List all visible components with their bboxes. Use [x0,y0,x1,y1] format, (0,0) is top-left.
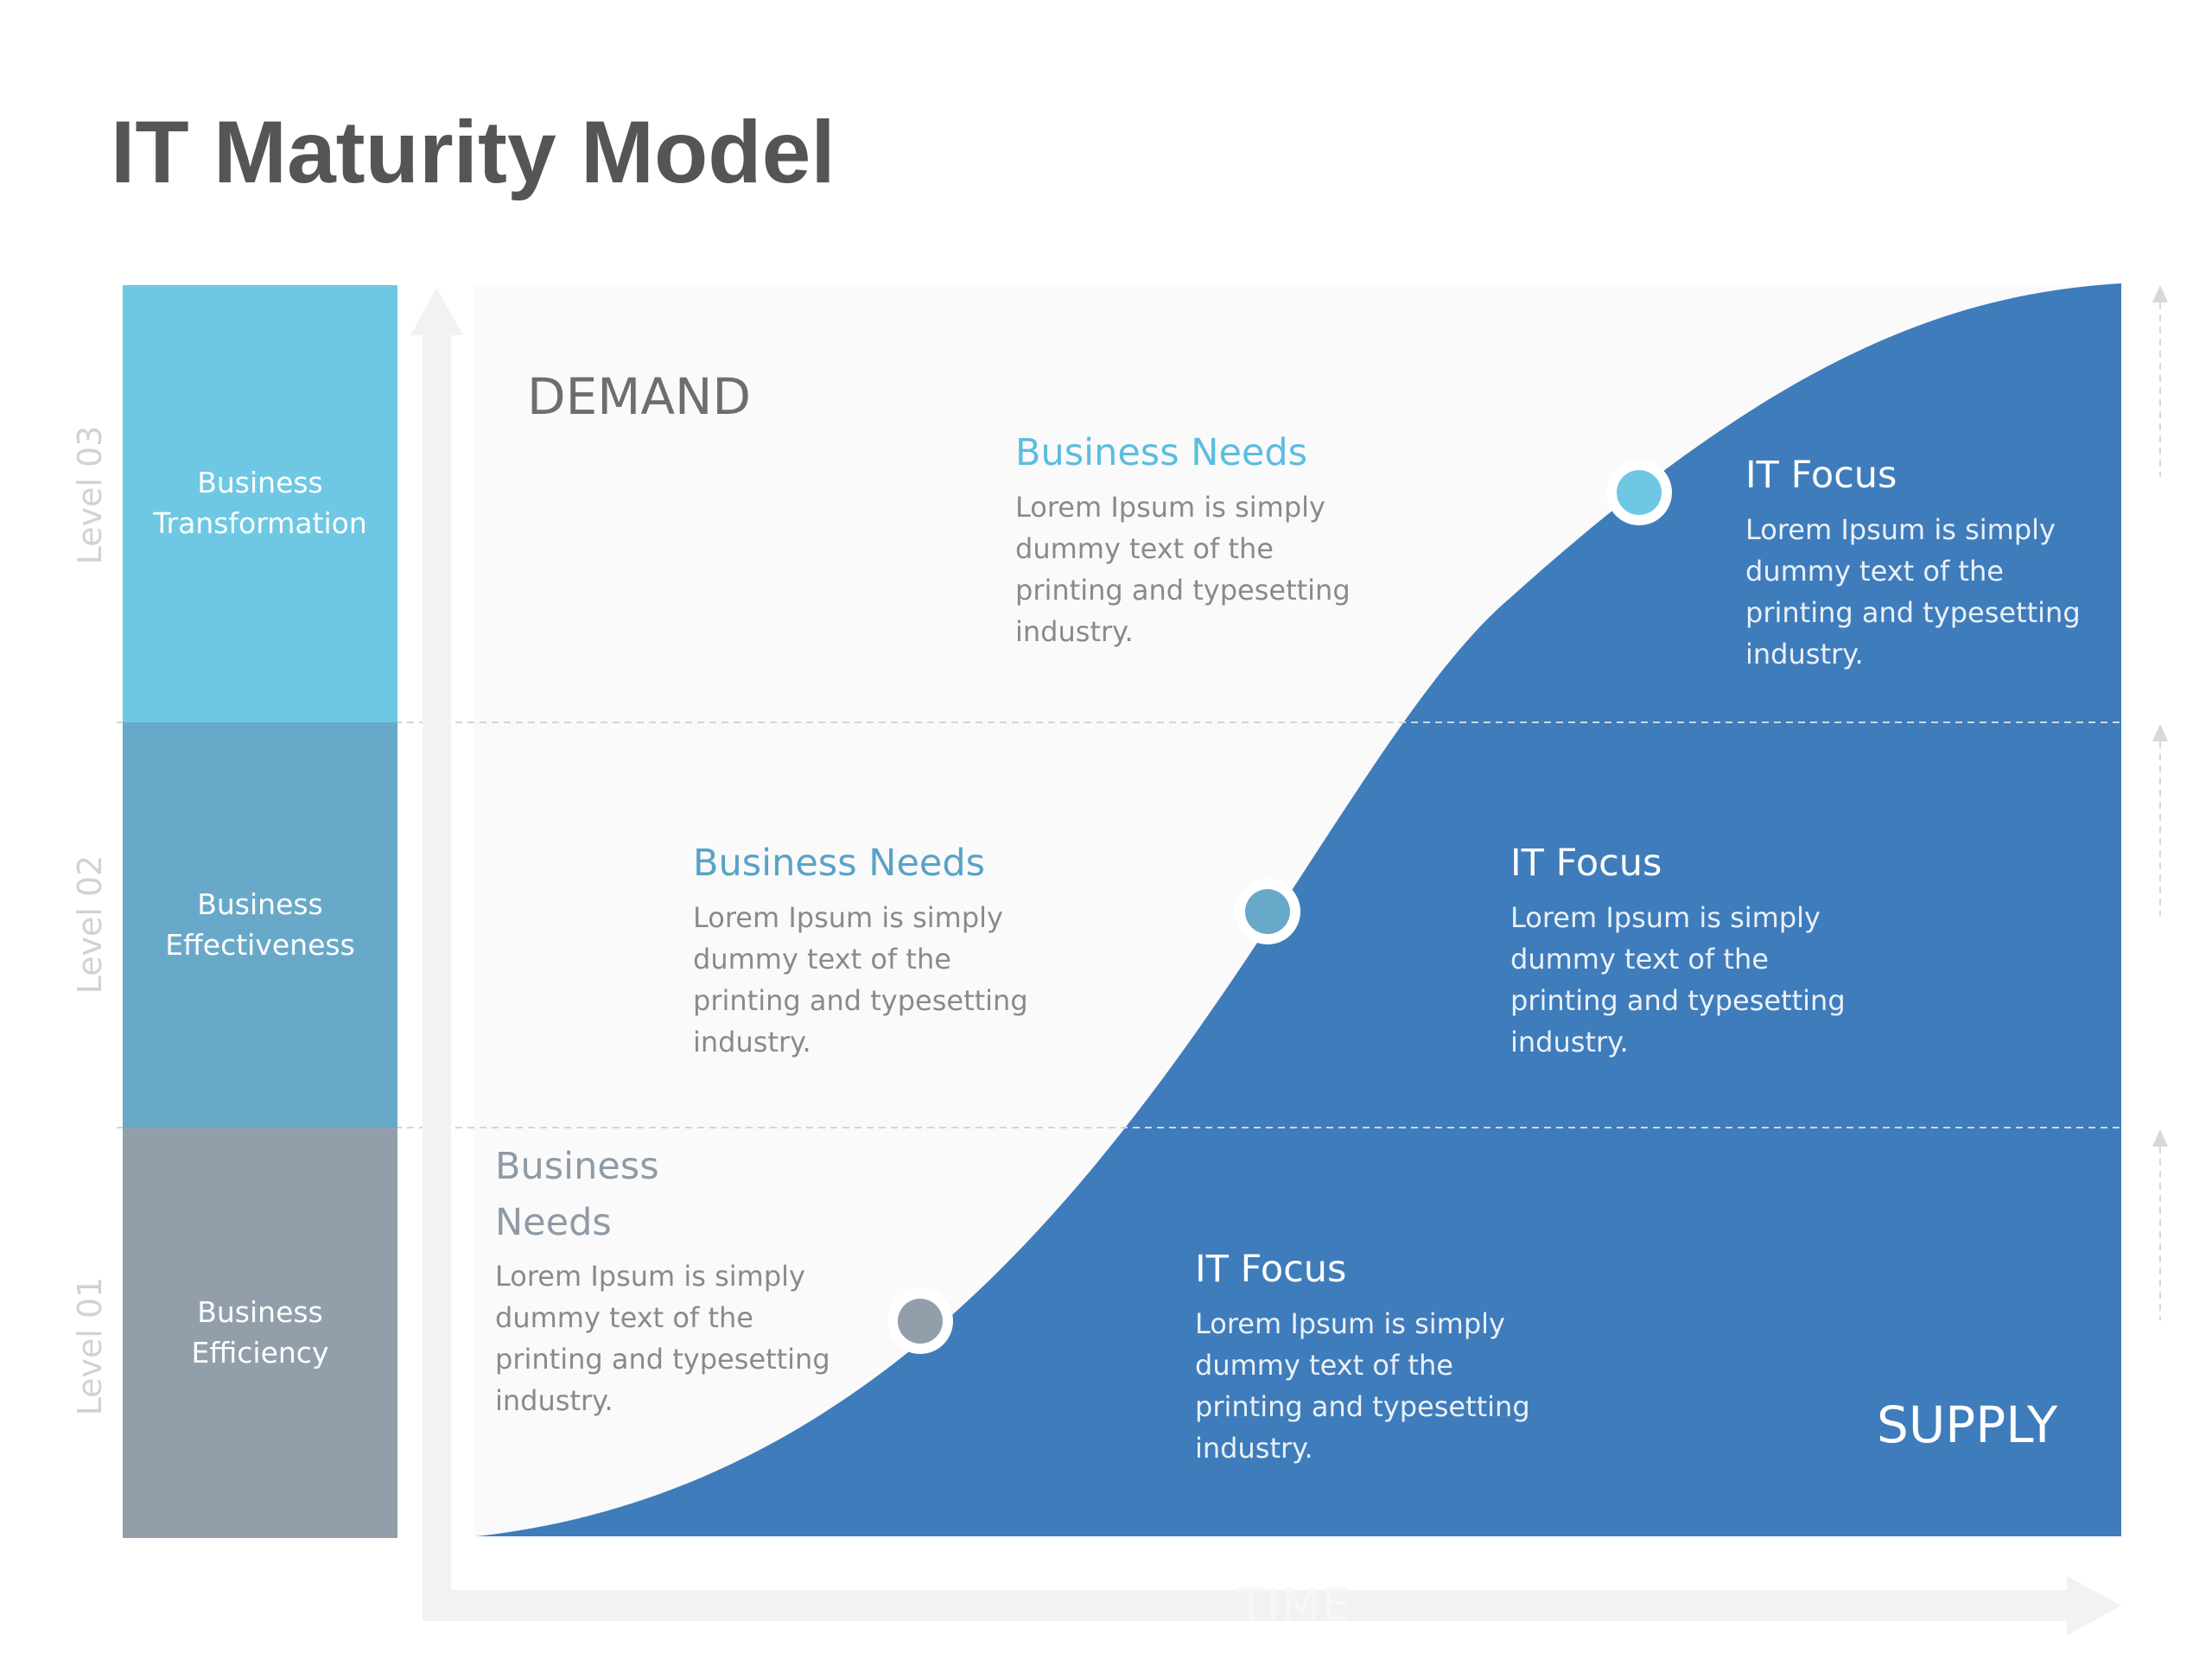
it-focus-level2: IT Focus Lorem Ipsum is simply dummy tex… [1510,836,1891,1063]
marker-level1 [887,1288,953,1354]
it-focus-level3: IT Focus Lorem Ipsum is simply dummy tex… [1745,448,2108,675]
level-label-02: Level 02 [71,855,109,995]
focus-body: Lorem Ipsum is simply dummy text of the … [1745,512,2081,671]
page-title: IT Maturity Model [111,103,836,201]
level-box-transformation: Business Transformation [123,285,397,722]
level-name: Business Transformation [153,466,367,540]
level-arrows [2152,285,2168,1320]
business-needs-level1: Business Needs Lorem Ipsum is simply dum… [495,1139,858,1421]
needs-title: Business Needs [495,1145,659,1244]
focus-title: IT Focus [1510,842,1662,885]
marker-level2 [1235,879,1300,944]
focus-body: Lorem Ipsum is simply dummy text of the … [1510,900,1846,1058]
business-needs-level3: Business Needs Lorem Ipsum is simply dum… [1015,425,1395,652]
level-box-efficiency: Business Efficiency [123,1128,397,1538]
focus-body: Lorem Ipsum is simply dummy text of the … [1195,1306,1530,1465]
level-name: Business Efficiency [191,1294,329,1370]
level-name: Business Effectiveness [165,887,355,962]
business-needs-level2: Business Needs Lorem Ipsum is simply dum… [693,836,1073,1063]
marker-level3 [1606,460,1672,525]
needs-title: Business Needs [1015,431,1308,474]
level-label-01: Level 01 [71,1276,109,1416]
supply-label: SUPPLY [1877,1395,2058,1454]
x-axis-arrow [423,1576,2121,1636]
needs-body: Lorem Ipsum is simply dummy text of the … [693,900,1028,1058]
focus-title: IT Focus [1745,454,1897,497]
needs-title: Business Needs [693,842,986,885]
y-axis-arrow [410,288,463,1590]
demand-label: DEMAND [527,367,752,426]
focus-title: IT Focus [1195,1248,1347,1291]
needs-body: Lorem Ipsum is simply dummy text of the … [1015,490,1351,648]
it-focus-level1: IT Focus Lorem Ipsum is simply dummy tex… [1195,1242,1575,1469]
x-axis-label: TIME [1237,1580,1352,1631]
needs-body: Lorem Ipsum is simply dummy text of the … [495,1260,830,1417]
level-box-effectiveness: Business Effectiveness [123,722,397,1128]
level-label-03: Level 03 [71,425,109,565]
